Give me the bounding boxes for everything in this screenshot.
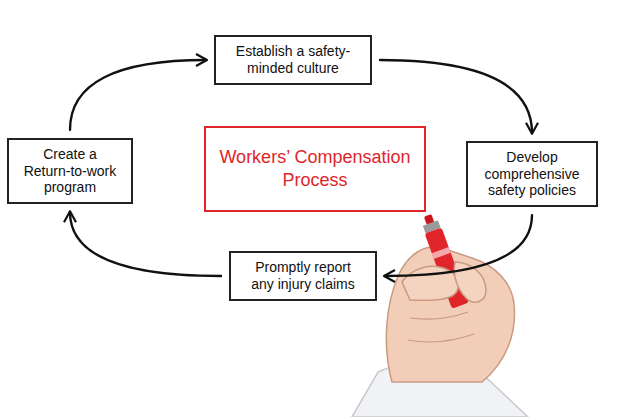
box-text: Promptly report any injury claims [247,259,359,293]
box-text: Workers’ Compensation Process [216,146,414,193]
cycle-arrow [70,212,221,276]
box-text: Establish a safety-minded culture [225,43,361,77]
box-text: Develop comprehensive safety policies [476,149,588,199]
step-box: Establish a safety-minded culture [214,35,372,85]
cycle-arrow [70,60,206,130]
step-box: Develop comprehensive safety policies [466,141,598,207]
box-text: Create a Return-to-work program [20,146,120,196]
cycle-arrow [385,215,532,276]
step-box: Promptly report any injury claims [229,251,377,301]
step-box: Create a Return-to-work program [7,138,133,204]
finger-crease [408,312,474,342]
title-box: Workers’ Compensation Process [204,126,426,212]
cycle-arrow [380,60,532,133]
